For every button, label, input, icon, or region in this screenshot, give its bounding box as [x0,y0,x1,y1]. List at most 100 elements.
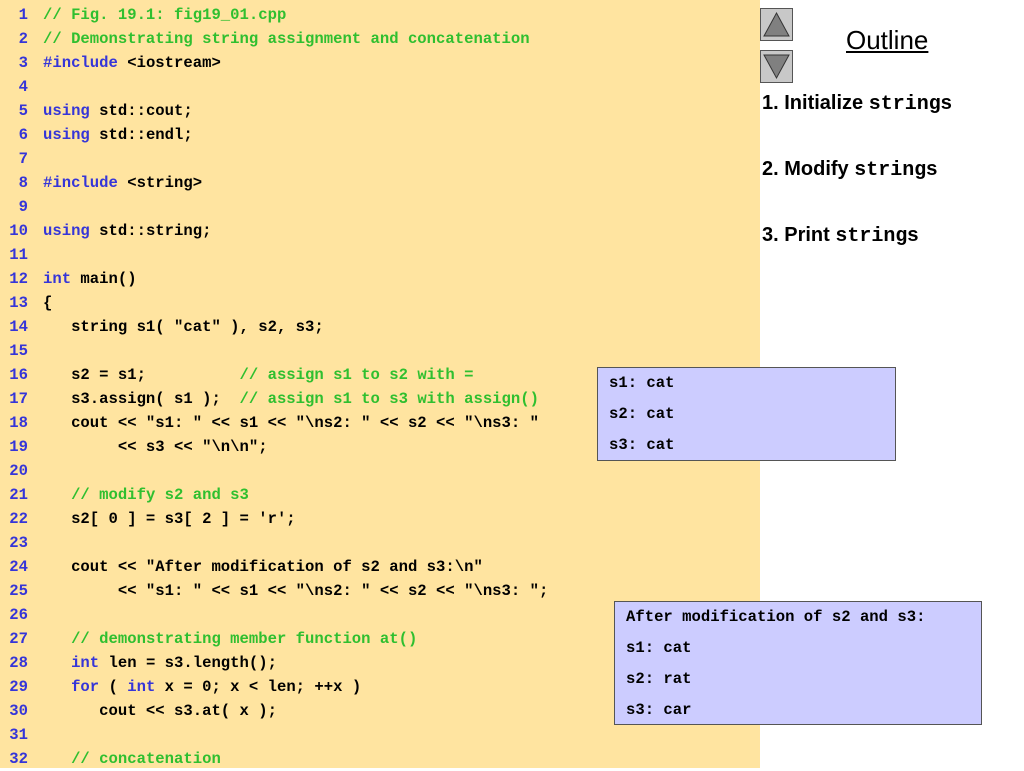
outline-item-text: 1. Initialize [762,92,869,114]
code-token: s3.assign( s1 ); [43,390,240,408]
code-token: ( [99,678,128,696]
line-number: 1 [18,6,28,24]
output-line: s1: cat [609,374,675,392]
code-text: << "s1: " << s1 << "\ns2: " << s2 << "\n… [43,579,548,603]
code-text: // Demonstrating string assignment and c… [43,27,530,51]
next-slide-button[interactable] [760,50,793,83]
code-keyword: int [71,654,100,672]
line-number: 7 [18,150,28,168]
code-keyword: int [127,678,156,696]
line-number: 19 [9,438,28,456]
code-token [43,630,71,648]
output-line: s3: cat [609,436,675,454]
previous-slide-button[interactable] [760,8,793,41]
code-keyword: using [43,126,90,144]
code-comment: // concatenation [71,750,221,768]
code-token: <string> [117,174,203,192]
output-line: s2: rat [626,670,692,688]
line-number: 16 [9,366,28,384]
line-number: 27 [9,630,28,648]
outline-item-print: 3. Print strings [762,222,919,250]
outline-title[interactable]: Outline [846,25,929,55]
code-token: std::string; [89,222,212,240]
code-text: s2[ 0 ] = s3[ 2 ] = 'r'; [43,507,296,531]
code-text: cout << "After modification of s2 and s3… [43,555,483,579]
line-number: 10 [9,222,28,240]
line-number: 9 [18,198,28,216]
code-keyword: #include [43,174,118,192]
code-keyword: using [43,222,90,240]
output-line: s3: car [626,701,692,719]
code-text: cout << s3.at( x ); [43,699,277,723]
code-text: // modify s2 and s3 [43,483,249,507]
code-text: s2 = s1; // assign s1 to s2 with = [43,363,473,387]
line-number: 8 [18,174,28,192]
code-text: int len = s3.length(); [43,651,277,675]
line-number: 32 [9,750,28,768]
code-token: { [43,294,53,312]
code-text: #include <string> [43,171,202,195]
code-text: cout << "s1: " << s1 << "\ns2: " << s2 <… [43,411,539,435]
output-line: s1: cat [626,639,692,657]
line-number: 20 [9,462,28,480]
line-number: 15 [9,342,28,360]
line-number: 29 [9,678,28,696]
code-text: // concatenation [43,747,221,771]
code-token: cout << s3.at( x ); [43,702,277,720]
code-comment: // modify s2 and s3 [71,486,249,504]
code-text: using std::endl; [43,123,193,147]
code-keyword: using [43,102,90,120]
code-token: cout << "After modification of s2 and s3… [43,558,483,576]
line-number: 17 [9,390,28,408]
code-token: main() [71,270,137,288]
code-comment: // Demonstrating string assignment and c… [43,30,530,48]
output-line: s2: cat [609,405,675,423]
line-number: 13 [9,294,28,312]
code-token: <iostream> [117,54,221,72]
triangle-down-icon [763,54,790,80]
code-token [43,678,71,696]
line-number: 31 [9,726,28,744]
outline-item-suffix: s [940,92,952,114]
line-number: 2 [18,30,28,48]
line-number: 30 [9,702,28,720]
code-token: std::cout; [89,102,193,120]
code-keyword: #include [43,54,118,72]
outline-item-code: string [854,159,927,182]
code-keyword: int [43,270,72,288]
outline-item-suffix: s [907,224,919,246]
output-box-initial: s1: cat s2: cat s3: cat [597,367,896,461]
code-comment: // assign s1 to s2 with = [239,366,474,384]
line-number: 5 [18,102,28,120]
code-text: string s1( "cat" ), s2, s3; [43,315,324,339]
code-text: #include <iostream> [43,51,221,75]
code-text: << s3 << "\n\n"; [43,435,268,459]
code-text: for ( int x = 0; x < len; ++x ) [43,675,361,699]
line-number: 18 [9,414,28,432]
code-token: string s1( "cat" ), s2, s3; [43,318,324,336]
line-number: 3 [18,54,28,72]
output-line: After modification of s2 and s3: [626,608,926,626]
line-number: 12 [9,270,28,288]
code-text: using std::string; [43,219,211,243]
code-keyword: for [71,678,100,696]
code-comment: // Fig. 19.1: fig19_01.cpp [43,6,287,24]
code-text: { [43,291,52,315]
outline-item-modify: 2. Modify strings [762,156,937,184]
line-number: 14 [9,318,28,336]
code-token: std::endl; [89,126,193,144]
outline-item-code: string [835,225,908,248]
line-number: 25 [9,582,28,600]
code-text: int main() [43,267,137,291]
code-token: s2[ 0 ] = s3[ 2 ] = 'r'; [43,510,296,528]
outline-item-text: 3. Print [762,224,836,246]
code-token: << "s1: " << s1 << "\ns2: " << s2 << "\n… [43,582,549,600]
code-text: using std::cout; [43,99,193,123]
line-number: 11 [9,246,28,264]
code-comment: // demonstrating member function at() [71,630,418,648]
output-box-modified: After modification of s2 and s3: s1: cat… [614,601,982,725]
line-number: 26 [9,606,28,624]
outline-item-initialize: 1. Initialize strings [762,90,952,118]
triangle-up-icon [763,11,790,37]
line-number: 4 [18,78,28,96]
